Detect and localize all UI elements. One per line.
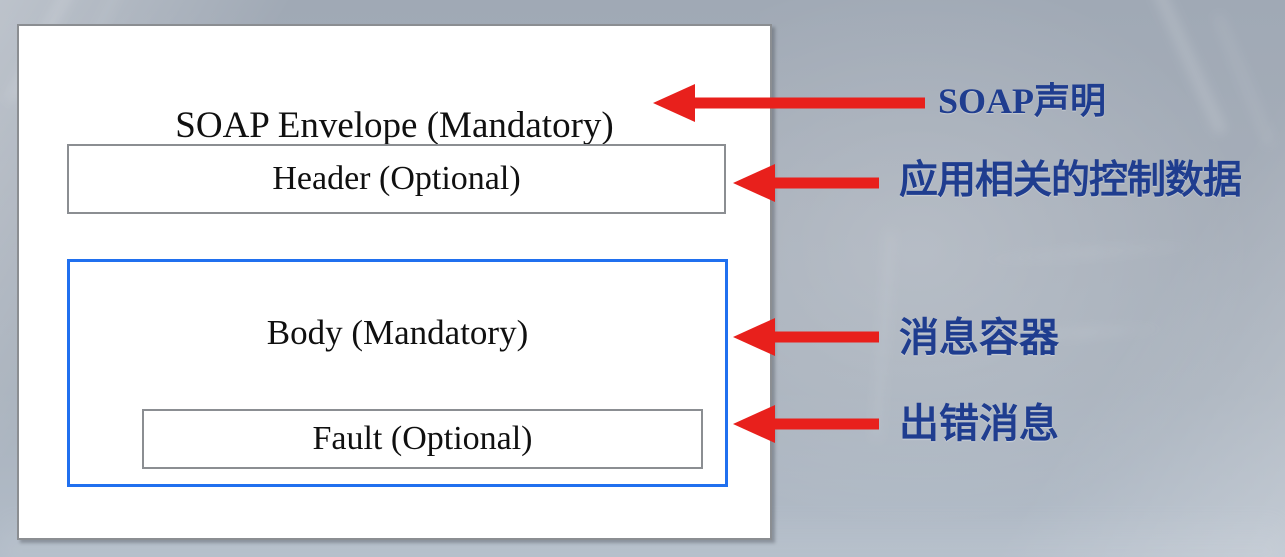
- background-light-streak: [1146, 0, 1228, 136]
- annotation-control-data: 应用相关的控制数据: [899, 157, 1242, 205]
- annotation-error-message: 出错消息: [899, 399, 1059, 449]
- soap-header-box: Header (Optional): [67, 144, 726, 214]
- arrow-shaft: [773, 331, 879, 343]
- annotation-soap-declaration: SOAP声明: [938, 79, 1106, 123]
- annotation-control-data-cjk: 应用相关的控制数据: [899, 159, 1242, 202]
- annotation-soap-latin: SOAP: [938, 81, 1035, 121]
- annotation-message-container-cjk: 消息容器: [899, 316, 1059, 360]
- soap-header-label: Header (Optional): [272, 160, 521, 197]
- soap-fault-label: Fault (Optional): [312, 420, 533, 457]
- annotation-message-container: 消息容器: [899, 313, 1059, 363]
- background-light-streak: [970, 241, 1210, 265]
- soap-envelope-label: SOAP Envelope (Mandatory): [175, 105, 614, 146]
- annotation-error-message-cjk: 出错消息: [899, 402, 1059, 446]
- soap-fault-box: Fault (Optional): [142, 409, 703, 469]
- background-light-streak: [872, 230, 895, 440]
- background-light-streak: [1214, 13, 1274, 147]
- soap-envelope-box: SOAP Envelope (Mandatory) Header (Option…: [17, 24, 772, 540]
- annotation-soap-cjk: 声明: [1034, 80, 1107, 121]
- soap-body-box: Body (Mandatory) Fault (Optional): [67, 259, 728, 487]
- arrow-shaft: [773, 418, 879, 430]
- arrow-shaft: [773, 177, 879, 189]
- soap-body-label: Body (Mandatory): [266, 313, 529, 352]
